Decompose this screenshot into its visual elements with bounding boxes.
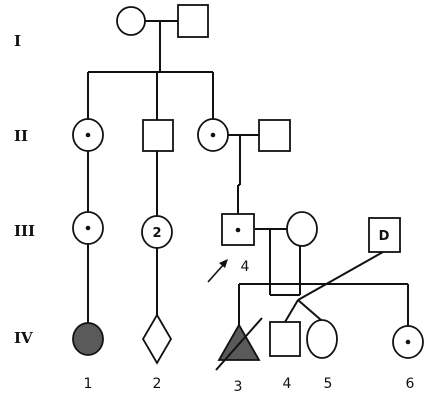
iv-number-1: 1 (84, 376, 93, 392)
iv-number-3: 3 (234, 379, 243, 395)
gen-iii-female-count-2: 2 (141, 215, 173, 249)
gen-iii-donor-male: D (368, 217, 401, 253)
generation-label-i: I (14, 32, 21, 50)
gen-iv-unknown-sex-diamond (141, 313, 173, 365)
gen-iv-affected-female (72, 322, 104, 356)
gen-iv-affected-deceased-miscarriage (215, 317, 263, 371)
iv-number-2: 2 (153, 376, 162, 392)
gen-ii-female-carrier-2 (197, 118, 229, 152)
pedigree-lines (87, 20, 409, 326)
proband-number: 4 (241, 259, 250, 275)
gen-i-female (116, 6, 146, 36)
gen-iii-proband-male (221, 213, 255, 246)
donor-letter: D (379, 229, 390, 244)
gen-i-male (177, 4, 209, 38)
proband-arrow-icon (207, 259, 228, 283)
generation-label-ii: II (14, 127, 28, 145)
gen-iv-female-carrier (392, 325, 424, 359)
gen-iii-female-partner (286, 211, 318, 247)
generation-label-iii: III (14, 222, 35, 240)
female-count-number: 2 (152, 226, 161, 241)
gen-ii-female-carrier-1 (72, 118, 104, 152)
iv-number-5: 5 (324, 376, 333, 392)
gen-iv-female (306, 319, 338, 359)
iv-number-6: 6 (406, 376, 415, 392)
gen-iv-male (269, 321, 301, 357)
gen-iii-female-carrier (72, 211, 104, 245)
generation-label-iv: IV (14, 329, 33, 347)
gen-ii-male (142, 119, 174, 152)
iv-number-4: 4 (283, 376, 292, 392)
gen-ii-male-partner (258, 119, 291, 152)
